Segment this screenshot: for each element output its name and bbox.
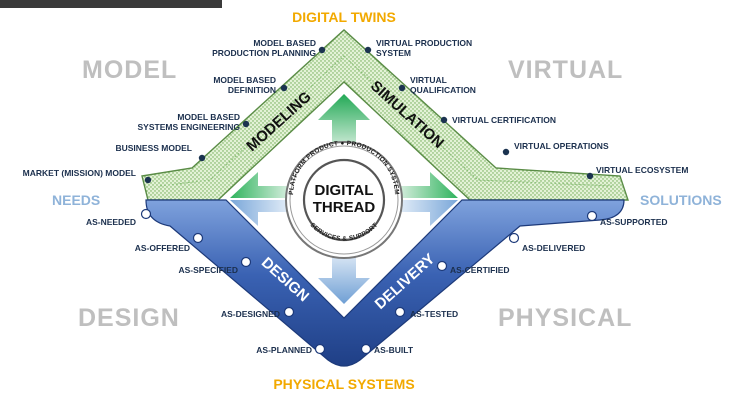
right-title: SOLUTIONS <box>640 192 722 208</box>
bl-label-5: AS-PLANNED <box>256 345 312 355</box>
tl-label-3b: SYSTEMS ENGINEERING <box>138 122 241 132</box>
tl-label-2b: DEFINITION <box>228 85 276 95</box>
tr-dot-2 <box>398 84 406 92</box>
tl-dot-3 <box>242 120 250 128</box>
bl-circle-2 <box>192 232 204 244</box>
tl-label-4: BUSINESS MODEL <box>115 143 192 153</box>
tr-label-4: VIRTUAL OPERATIONS <box>514 141 609 151</box>
core-line-1: DIGITAL <box>315 182 374 199</box>
quadrant-physical: PHYSICAL <box>498 304 632 332</box>
tl-label-5: MARKET (MISSION) MODEL <box>23 168 136 178</box>
bl-label-3: AS-SPECIFIED <box>178 265 238 275</box>
tr-label-5: VIRTUAL ECOSYSTEM <box>596 165 688 175</box>
tl-dot-4 <box>198 154 206 162</box>
bottom-left-labels: AS-NEEDED AS-OFFERED AS-SPECIFIED AS-DES… <box>86 208 326 355</box>
bl-label-4: AS-DESIGNED <box>221 309 280 319</box>
top-shadow-bar <box>0 0 222 8</box>
tr-dot-1 <box>364 46 372 54</box>
tr-label-2a: VIRTUAL <box>410 75 447 85</box>
br-label-1: AS-SUPPORTED <box>600 217 668 227</box>
bl-label-2: AS-OFFERED <box>135 243 190 253</box>
br-label-3: AS-CERTIFIED <box>450 265 510 275</box>
core-line-2: THREAD <box>313 199 376 216</box>
quadrant-model: MODEL <box>82 56 177 84</box>
br-circle-5 <box>360 343 372 355</box>
arrow-up <box>318 94 370 150</box>
arrow-down <box>318 250 370 304</box>
top-right-labels: VIRTUAL PRODUCTION SYSTEM VIRTUAL QUALIF… <box>364 38 688 180</box>
bottom-right-labels: AS-SUPPORTED AS-DELIVERED AS-CERTIFIED A… <box>360 210 668 355</box>
br-label-2: AS-DELIVERED <box>522 243 585 253</box>
bl-circle-3 <box>240 256 252 268</box>
arrow-right-down <box>398 200 458 226</box>
tl-label-2a: MODEL BASED <box>213 75 276 85</box>
br-circle-4 <box>394 306 406 318</box>
arrow-left-up <box>230 172 290 198</box>
bl-circle-5 <box>314 343 326 355</box>
br-circle-2 <box>508 232 520 244</box>
tl-label-1a: MODEL BASED <box>253 38 316 48</box>
top-left-labels: MODEL BASED PRODUCTION PLANNING MODEL BA… <box>23 38 326 184</box>
top-title: DIGITAL TWINS <box>292 9 396 25</box>
tr-label-1b: SYSTEM <box>376 48 411 58</box>
arrow-right-up <box>398 172 458 198</box>
bl-circle-1 <box>140 208 152 220</box>
left-title: NEEDS <box>52 192 100 208</box>
tr-label-3: VIRTUAL CERTIFICATION <box>452 115 556 125</box>
bl-label-1: AS-NEEDED <box>86 217 136 227</box>
band-dashed-line <box>159 55 613 187</box>
bl-circle-4 <box>283 306 295 318</box>
tr-dot-5 <box>586 172 594 180</box>
thread-core-circle <box>302 158 386 242</box>
tr-label-2b: QUALIFICATION <box>410 85 476 95</box>
tl-dot-5 <box>144 176 152 184</box>
tr-dot-4 <box>502 148 510 156</box>
tl-dot-2 <box>280 84 288 92</box>
arrow-left-down <box>230 200 290 226</box>
tl-dot-1 <box>318 46 326 54</box>
br-label-5: AS-BUILT <box>374 345 414 355</box>
tl-label-3a: MODEL BASED <box>177 112 240 122</box>
bottom-title: PHYSICAL SYSTEMS <box>273 376 414 392</box>
tl-label-1b: PRODUCTION PLANNING <box>212 48 316 58</box>
br-circle-3 <box>436 260 448 272</box>
br-circle-1 <box>586 210 598 222</box>
tr-label-1a: VIRTUAL PRODUCTION <box>376 38 472 48</box>
quadrant-virtual: VIRTUAL <box>508 56 623 84</box>
br-label-4: AS-TESTED <box>410 309 458 319</box>
quadrant-design: DESIGN <box>78 304 180 332</box>
thread-ring-inner-border <box>289 145 399 255</box>
design-delivery-band <box>145 199 625 367</box>
tr-dot-3 <box>440 116 448 124</box>
